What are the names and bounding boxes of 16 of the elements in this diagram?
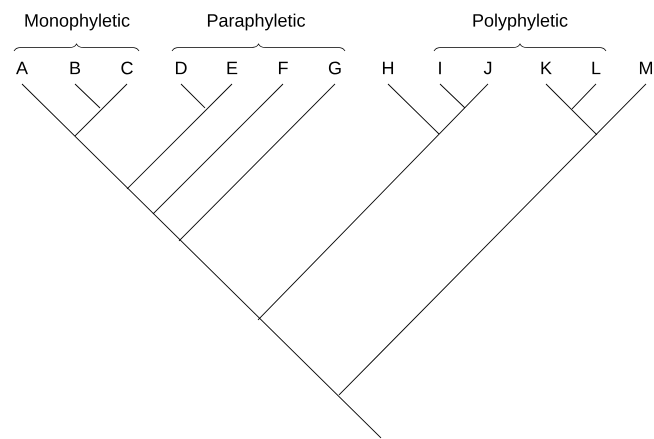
taxon-label: M xyxy=(640,62,652,74)
group-label: Polyphyletic xyxy=(473,14,568,30)
taxon-label: A xyxy=(16,62,28,74)
group-label: Paraphyletic xyxy=(208,14,306,30)
taxon-label: B xyxy=(70,62,80,74)
group-label: Monophyletic xyxy=(25,14,130,30)
taxon-label: G xyxy=(328,62,341,74)
taxon-label: F xyxy=(278,62,288,74)
taxon-label: J xyxy=(484,62,492,74)
taxon-label: C xyxy=(121,62,133,74)
taxon-label: E xyxy=(227,62,238,74)
taxon-label: L xyxy=(592,62,600,74)
taxon-label: K xyxy=(541,62,552,74)
taxon-label: D xyxy=(176,62,187,74)
taxon-label: H xyxy=(382,62,394,74)
taxon-label: I xyxy=(439,62,441,74)
